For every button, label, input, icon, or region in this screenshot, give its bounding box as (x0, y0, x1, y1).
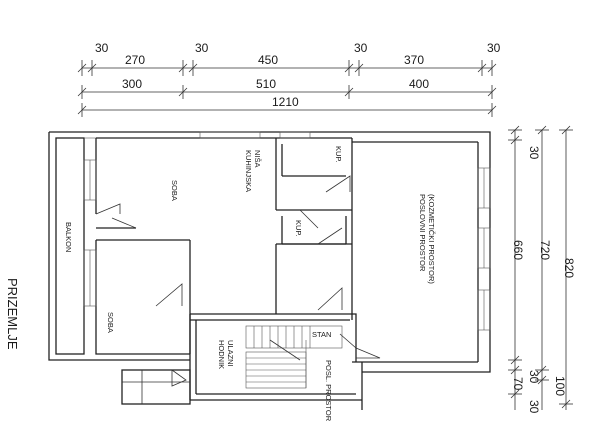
dim-top-1210: 1210 (272, 95, 299, 109)
room-label-kup-top: KUP. (334, 146, 343, 163)
dim-right-30-top: 30 (527, 146, 541, 160)
dim-top-30-c: 30 (354, 41, 368, 55)
dim-right-70: 70 (511, 377, 525, 391)
right-dimensions: 30 660 30 70 720 30 820 100 (508, 125, 576, 414)
hodnik-line1: ULAZNI (226, 340, 235, 367)
dim-top-270: 270 (125, 53, 145, 67)
hodnik-line2: HODNIK (217, 340, 226, 369)
dim-top-300: 300 (122, 77, 142, 91)
dim-top-370: 370 (404, 53, 424, 67)
kuhinjska-line1: KUHINJSKA (244, 150, 253, 192)
dim-top-30-a: 30 (95, 41, 109, 55)
dim-right-100: 100 (553, 376, 567, 396)
dim-top-400: 400 (409, 77, 429, 91)
dim-right-720: 720 (538, 240, 552, 260)
dim-top-30-d: 30 (487, 41, 501, 55)
floor-title: PRIZEMLJE (5, 278, 20, 350)
room-label-posl-prostor: POSL. PROSTOR (324, 360, 333, 422)
kuhinjska-line2: NIŠA (253, 150, 262, 168)
room-label-soba-top: SOBA (170, 180, 179, 201)
dim-right-820: 820 (562, 258, 576, 278)
room-label-kuhinjska-nisa: KUHINJSKA NIŠA (244, 150, 262, 194)
dim-right-660: 660 (511, 240, 525, 260)
room-label-ulazni-hodnik: ULAZNI HODNIK (217, 340, 235, 369)
dim-top-510: 510 (256, 77, 276, 91)
dim-top-450: 450 (258, 53, 278, 67)
windows (83, 131, 491, 331)
room-label-soba-bottom: SOBA (106, 312, 115, 333)
staircase (245, 325, 343, 389)
room-label-stan: STAN (312, 330, 331, 339)
top-dimensions: 30 270 30 450 30 370 30 300 510 400 1210 (77, 41, 501, 117)
dim-top-30-b: 30 (195, 41, 209, 55)
poslovni-line2: (KOZMETIČKI PROSTOR) (427, 194, 436, 284)
dim-right-30-bottom: 30 (527, 370, 541, 384)
room-label-kup-mid: KUP. (294, 220, 303, 237)
poslovni-line1: POSLOVNI PROSTOR (418, 194, 427, 272)
room-label-balkon: BALKON (64, 222, 73, 252)
room-label-poslovni-prostor: POSLOVNI PROSTOR (KOZMETIČKI PROSTOR) (418, 194, 436, 284)
dim-right-30-c: 30 (527, 400, 541, 414)
doors (95, 175, 381, 387)
